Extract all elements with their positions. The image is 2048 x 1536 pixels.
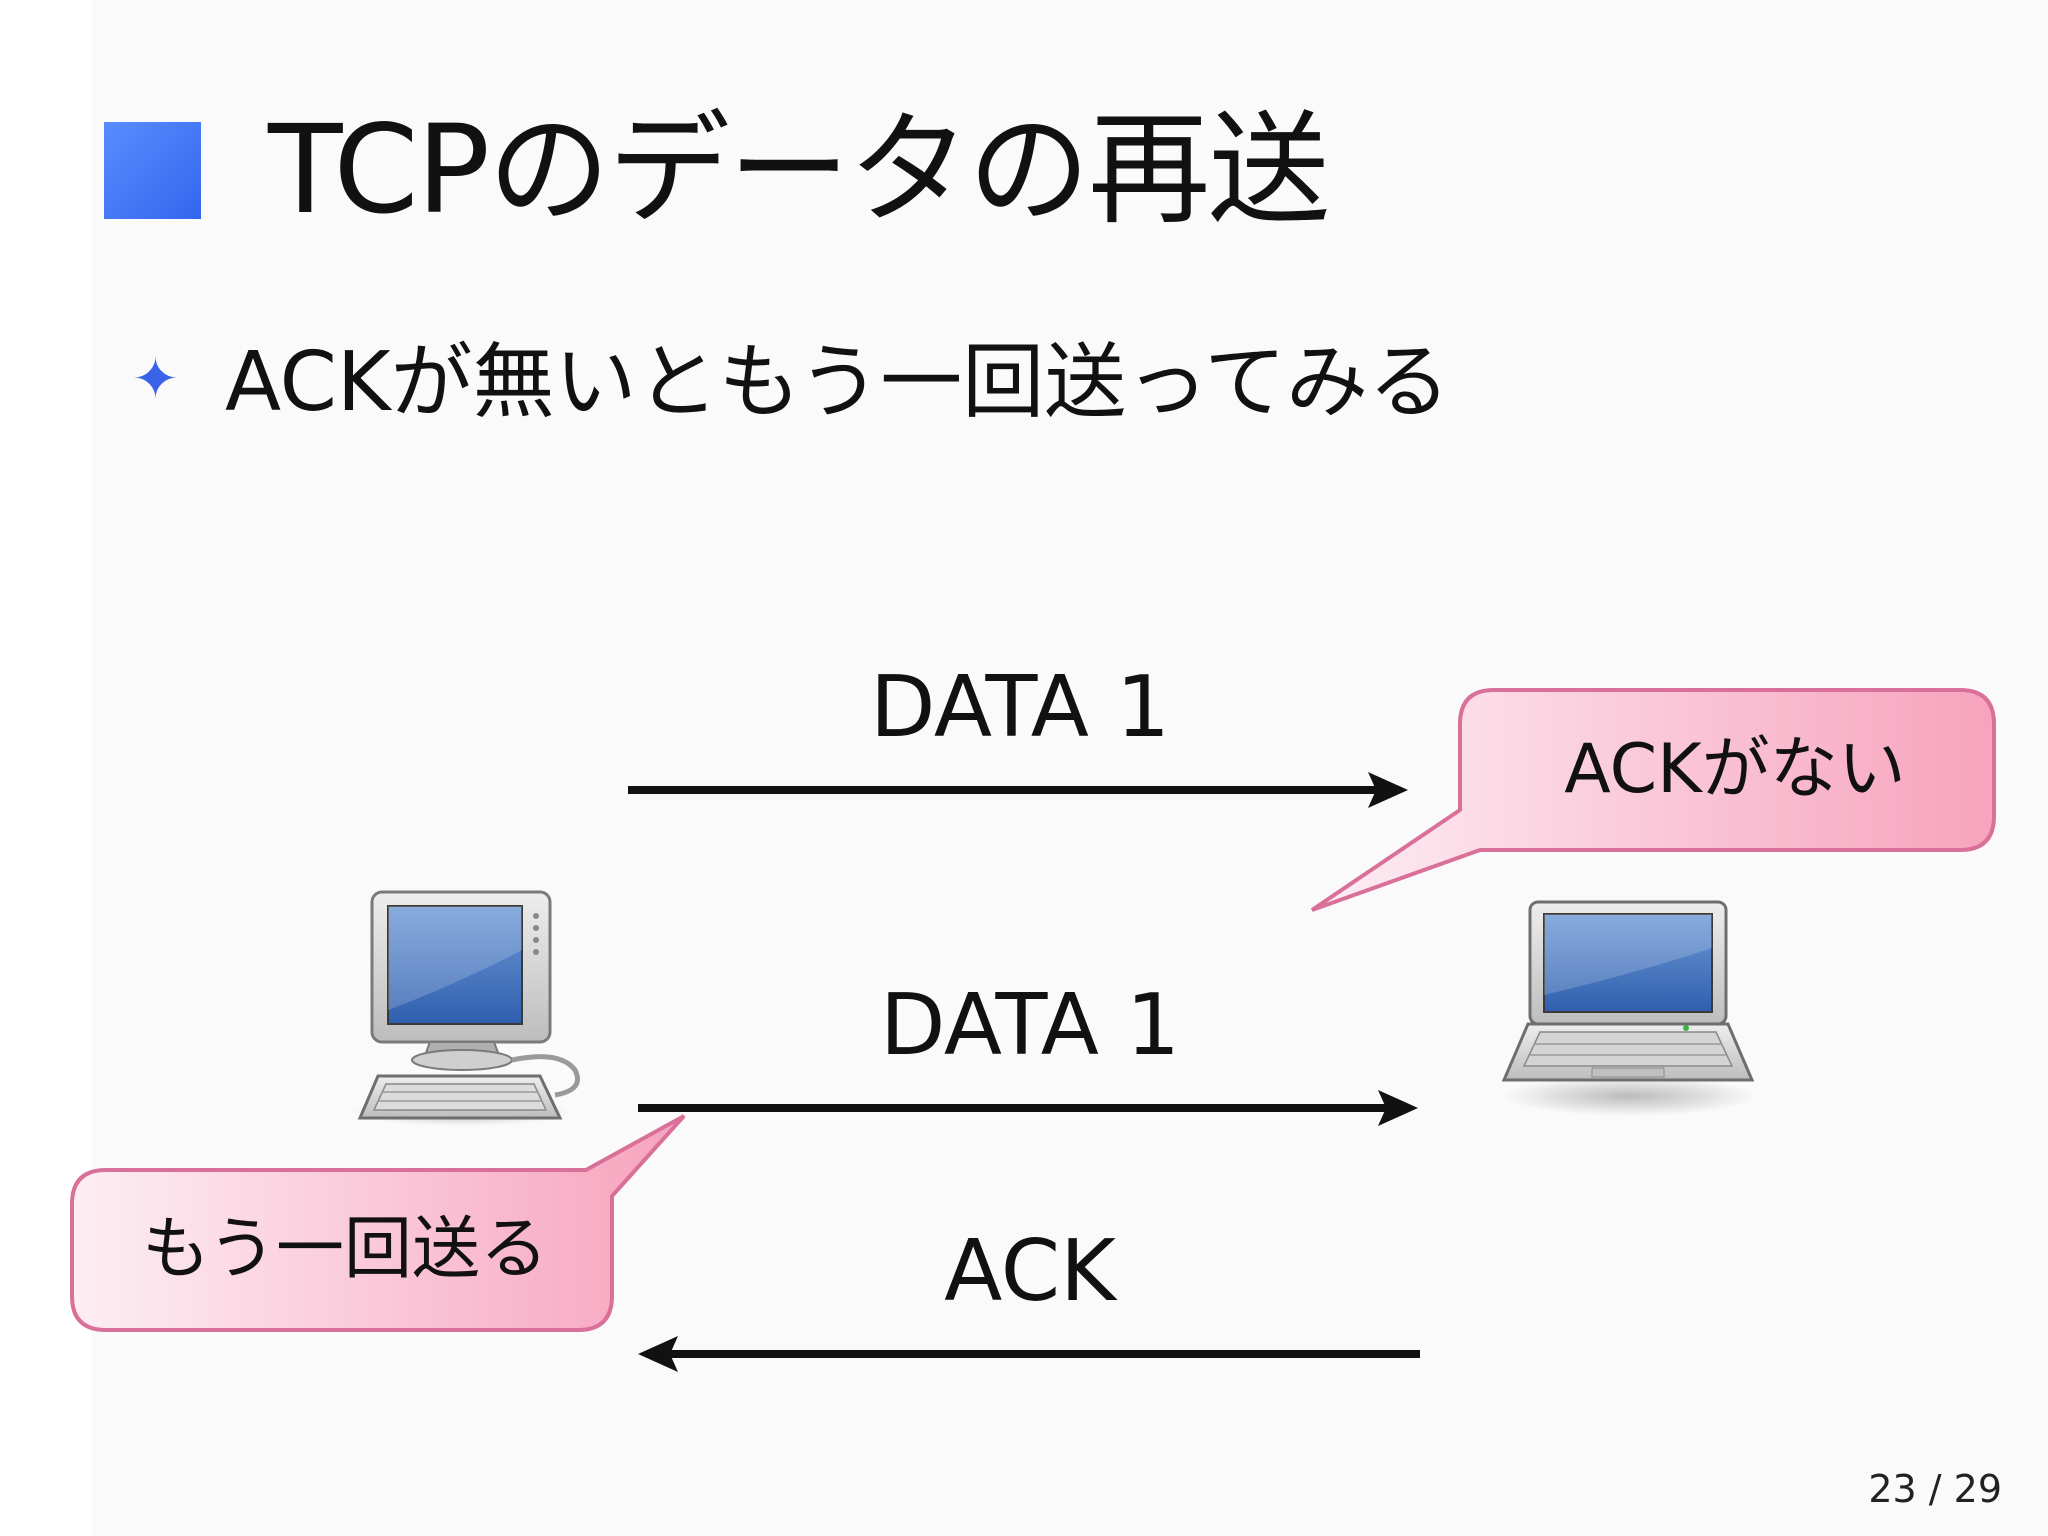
message-label-ack: ACK <box>944 1222 1116 1321</box>
page-number: 23 / 29 <box>1868 1467 2002 1511</box>
bullet-text: ACKが無いともう一回送ってみる <box>225 335 1451 430</box>
callout-receiver-bubble <box>1310 688 1996 912</box>
arrow-data-1-retransmit <box>638 1090 1418 1126</box>
arrow-ack <box>638 1336 1420 1372</box>
message-label-data-1-first: DATA 1 <box>869 658 1171 757</box>
laptop-icon <box>1501 900 1758 1116</box>
slide-title: TCPのデータの再送 <box>268 99 1330 241</box>
desktop-computer-icon <box>352 890 580 1126</box>
title-square-icon <box>104 122 201 219</box>
arrow-data-1-first <box>628 772 1408 808</box>
message-label-data-1-retransmit: DATA 1 <box>879 976 1181 1075</box>
callout-sender-text: もう一回送る <box>142 1210 548 1289</box>
callout-sender-bubble <box>70 1114 686 1332</box>
callout-receiver-text: ACKがない <box>1564 730 1906 809</box>
bullet-star-icon: ✦ <box>132 347 179 412</box>
